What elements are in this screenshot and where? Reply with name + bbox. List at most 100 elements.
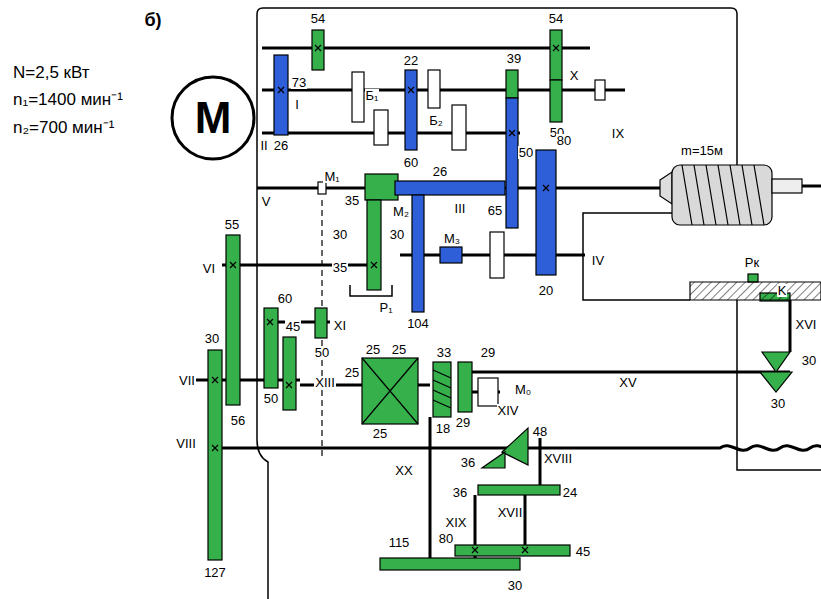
gear-mark (433, 370, 451, 408)
clutch-label: M₀ (514, 383, 532, 396)
motor-symbol: M (170, 96, 256, 140)
housing (737, 300, 821, 470)
gear-blue (506, 98, 518, 228)
gear-teeth: 25 (365, 343, 381, 356)
gear-teeth: 22 (403, 54, 419, 67)
gear-blue (412, 195, 424, 312)
gear-teeth: 20 (538, 284, 554, 297)
gear-white (352, 72, 364, 122)
gear-teeth: 30 (389, 228, 405, 241)
gear-teeth: 30 (770, 397, 786, 410)
gear-white (318, 70, 605, 406)
gear-block-label: Б₁ (365, 89, 380, 102)
housing (257, 440, 268, 599)
shaft (789, 300, 792, 352)
gear-teeth: 24 (562, 486, 578, 499)
shaft-label: XIV (497, 404, 520, 417)
table (690, 282, 821, 300)
motor-spec: N=2,5 кВт (12, 64, 91, 81)
clutch-label: M₃ (443, 232, 461, 245)
table (690, 282, 821, 300)
gear-white (318, 182, 326, 194)
bracket-label: P₁ (378, 301, 393, 314)
gear-teeth: 30 (204, 332, 220, 345)
gear-mark (408, 87, 414, 93)
gear-teeth: 26 (273, 139, 289, 152)
shaft-label: IV (591, 254, 605, 267)
gear-teeth: 54 (310, 12, 326, 25)
hob-worm (772, 179, 802, 193)
gear-green (458, 362, 472, 412)
gear-teeth: 36 (460, 456, 476, 469)
shaft (470, 371, 790, 374)
gear-green (455, 545, 570, 556)
gear-green (502, 428, 528, 465)
motor-spec: n₂=700 мин⁻¹ (12, 119, 115, 136)
hob-worm (672, 165, 772, 225)
gear-green (264, 308, 278, 388)
gear-teeth: 18 (435, 422, 451, 435)
shaft-label: XVIII (543, 452, 573, 465)
gear-teeth: 30 (332, 228, 348, 241)
gear-teeth: 36 (452, 486, 468, 499)
gear-green (762, 352, 790, 372)
motor-circle: M (170, 75, 256, 161)
gear-teeth: 73 (291, 76, 307, 89)
gear-green (380, 558, 520, 570)
shaft (262, 132, 520, 135)
bracket (350, 285, 392, 296)
gear-teeth: 48 (532, 425, 548, 438)
gear-teeth: 50 (263, 392, 279, 405)
gear-teeth: 33 (436, 346, 452, 359)
gear-teeth: 29 (455, 416, 471, 429)
gear-teeth: 30 (507, 579, 523, 592)
gear-green (748, 274, 758, 282)
key-label: Pк (744, 256, 760, 269)
gear-green (283, 337, 296, 410)
gear-mark (553, 45, 559, 51)
shaft-label: XVII (497, 506, 524, 519)
gear-teeth: 80 (556, 134, 572, 147)
gear-mark (286, 382, 292, 388)
gear-mark (472, 547, 478, 553)
gear-teeth: 25 (391, 343, 407, 356)
gear-mark (522, 547, 528, 553)
shaft-label: VI (202, 262, 216, 275)
shaft (429, 417, 432, 558)
gear-teeth: 50 (518, 146, 534, 159)
shaft (192, 48, 821, 558)
gear-green (478, 485, 560, 495)
clutch-label: M₂ (392, 205, 410, 218)
shaft-label: XI (333, 319, 347, 332)
gear-green (226, 235, 240, 405)
gear-mark (509, 130, 515, 136)
figure-title: б) (143, 11, 162, 29)
gear-mark (543, 185, 549, 191)
gear-green (550, 30, 562, 80)
shaft (262, 47, 590, 50)
shaft (539, 435, 542, 485)
gear-white (490, 232, 504, 278)
shaft-label: V (261, 195, 272, 208)
gear-green (506, 70, 518, 98)
gear-block-label: Б₂ (428, 114, 444, 127)
gear-mark (212, 445, 218, 451)
gear-mark (371, 262, 377, 268)
gear-blue (536, 150, 556, 275)
shaft-label: XVI (795, 318, 818, 331)
shaft-label: I (294, 98, 300, 111)
hob-worm (682, 165, 764, 225)
gear-green (208, 350, 222, 560)
gear-blue (274, 55, 288, 135)
gear-teeth: 39 (506, 52, 522, 65)
gear-white (452, 105, 466, 150)
gear-teeth: 26 (432, 165, 448, 178)
gear-teeth: 65 (487, 204, 503, 217)
gear-teeth: 30 (801, 354, 817, 367)
gear-teeth: 54 (548, 12, 564, 25)
housing (257, 8, 737, 440)
gear-mark (212, 45, 559, 553)
shaft-label: III (454, 202, 467, 215)
gear-blue (440, 247, 462, 263)
shaft-label: XV (618, 376, 637, 389)
